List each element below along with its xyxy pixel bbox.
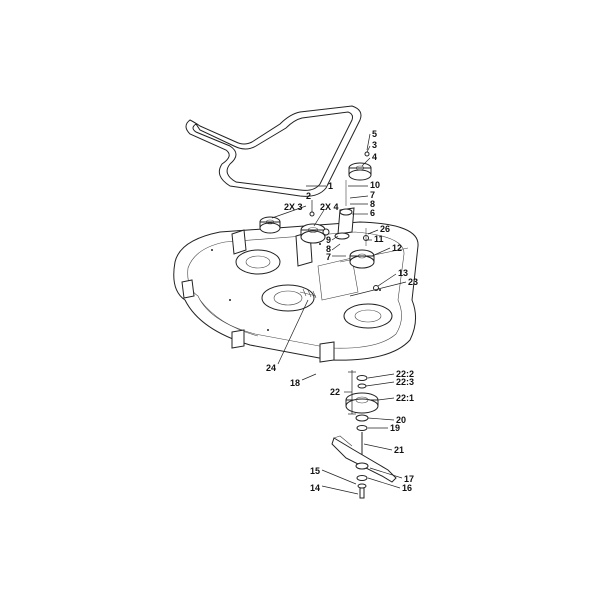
callout-1: 1	[328, 181, 333, 191]
idler-arm	[334, 180, 355, 240]
callout-labels: 1 2 2X 3 2X 4 3 4 5 6 7 7 8 8 9 10 11 12…	[266, 129, 418, 493]
callout-12: 12	[392, 243, 402, 253]
callout-5: 5	[372, 129, 377, 139]
callout-22-1: 22:1	[396, 393, 414, 403]
callout-21: 21	[394, 445, 404, 455]
left-pulley	[259, 216, 281, 234]
callout-20: 20	[396, 415, 406, 425]
callout-26: 26	[380, 224, 390, 234]
center-pulley	[300, 223, 326, 244]
top-idler-pulley	[348, 162, 372, 181]
callout-22-2: 22:2	[396, 369, 414, 379]
small-hardware	[309, 151, 379, 291]
callout-2: 2	[306, 191, 311, 201]
callout-24: 24	[266, 363, 276, 373]
callout-13: 13	[398, 268, 408, 278]
callout-6: 6	[370, 208, 375, 218]
callout-11: 11	[374, 234, 384, 244]
callout-2x3: 2X 3	[284, 202, 303, 212]
callout-15: 15	[310, 466, 320, 476]
callout-10: 10	[370, 180, 380, 190]
callout-22-3: 22:3	[396, 377, 414, 387]
callout-4: 4	[372, 152, 377, 162]
callout-14: 14	[310, 483, 320, 493]
callout-8a: 8	[370, 199, 375, 209]
callout-2x4: 2X 4	[320, 202, 339, 212]
callout-17: 17	[404, 474, 414, 484]
leader-lines	[271, 133, 407, 495]
drive-belt	[185, 105, 362, 197]
callout-7b: 7	[326, 252, 331, 262]
callout-19: 19	[390, 423, 400, 433]
callout-9: 9	[326, 235, 331, 245]
callout-16: 16	[402, 483, 412, 493]
callout-7a: 7	[370, 190, 375, 200]
callout-18: 18	[290, 378, 300, 388]
callout-8b: 8	[326, 244, 331, 254]
callout-23: 23	[408, 277, 418, 287]
callout-22: 22	[330, 387, 340, 397]
mower-blade	[331, 435, 397, 499]
right-idler-pulley	[349, 249, 375, 269]
callout-3: 3	[372, 140, 377, 150]
spindle-assembly	[345, 375, 379, 458]
